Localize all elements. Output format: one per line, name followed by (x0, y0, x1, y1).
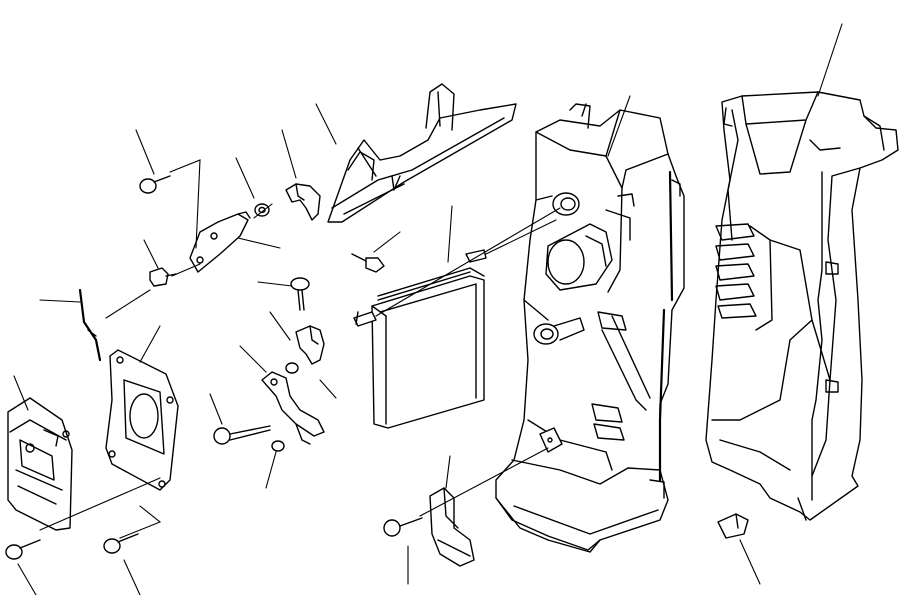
heater-core (353, 249, 487, 429)
clip-left (149, 267, 177, 287)
rear-duct-housing (705, 91, 899, 521)
lower-bracket (429, 487, 475, 567)
screw-small-lower (271, 440, 285, 452)
screw-small-upper (254, 203, 270, 217)
link-bracket (189, 211, 251, 273)
bolt-upper-center (351, 253, 385, 273)
pipe-clamp (285, 183, 321, 221)
assembly-lines (39, 159, 561, 539)
lever-arm (261, 371, 325, 445)
mounting-plate (105, 349, 179, 491)
air-damper (327, 83, 517, 223)
cable-bracket (285, 325, 325, 374)
servo-actuator (7, 397, 73, 531)
callout-leaders (13, 23, 843, 595)
case-tab (539, 427, 563, 453)
screw-long-left (213, 425, 271, 445)
screw-bottom-center (103, 533, 139, 554)
main-heater-case (495, 103, 685, 553)
bolt-center (290, 277, 310, 311)
screw-bottom-left (5, 539, 41, 560)
control-rod (78, 288, 102, 362)
screw-lower-center (383, 517, 423, 537)
screw-top-left (139, 175, 171, 194)
edge-clip (717, 513, 749, 539)
